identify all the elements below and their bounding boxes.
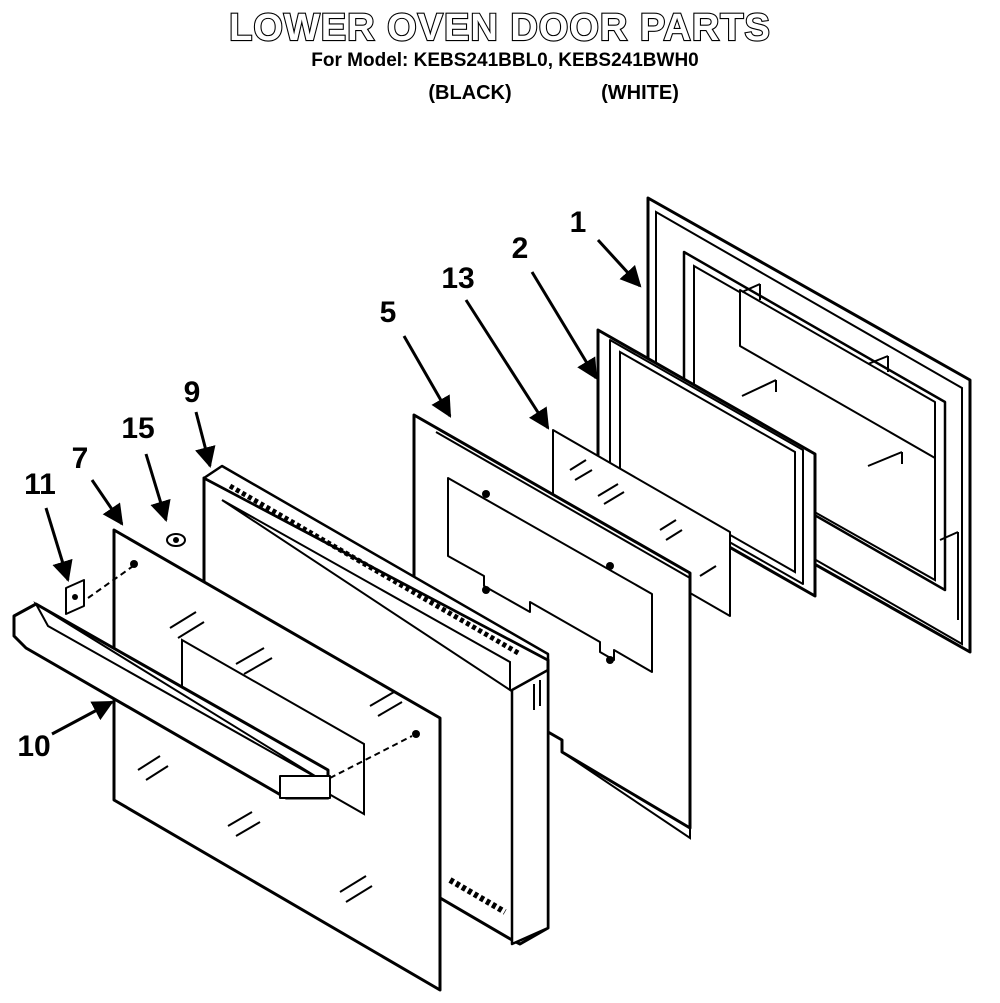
model-line: For Model: KEBS241BBL0, KEBS241BWH0 (311, 50, 698, 71)
callout-arrow-9 (194, 411, 216, 469)
callout-arrow-1 (596, 238, 642, 288)
callout-arrow-11 (44, 507, 73, 583)
callout-10: 10 (17, 730, 50, 763)
callout-9: 9 (184, 376, 201, 409)
part-fastener (166, 533, 186, 547)
callout-15: 15 (121, 412, 154, 445)
callout-arrows (44, 238, 642, 736)
callout-arrow-2 (530, 271, 598, 380)
variant-black-label: (BLACK) (428, 82, 511, 104)
variant-white-label: (WHITE) (601, 82, 679, 104)
callout-arrow-7 (90, 479, 124, 526)
part-handle-bracket (65, 579, 85, 615)
callout-arrow-15 (144, 453, 171, 523)
callout-11: 11 (24, 468, 56, 501)
callout-arrow-13 (464, 299, 550, 430)
callout-7: 7 (72, 442, 89, 475)
part-door-liner (412, 413, 692, 840)
callout-13: 13 (441, 262, 474, 295)
part-inner-door-panel (646, 196, 972, 654)
callout-2: 2 (512, 232, 529, 265)
callout-1: 1 (570, 206, 587, 239)
page-title: LOWER OVEN DOOR PARTS (229, 7, 771, 49)
callout-arrow-5 (402, 335, 452, 418)
callout-arrow-10 (51, 700, 114, 736)
part-glass-frame (596, 328, 817, 598)
part-door-handle (12, 563, 413, 800)
callout-5: 5 (380, 296, 397, 329)
